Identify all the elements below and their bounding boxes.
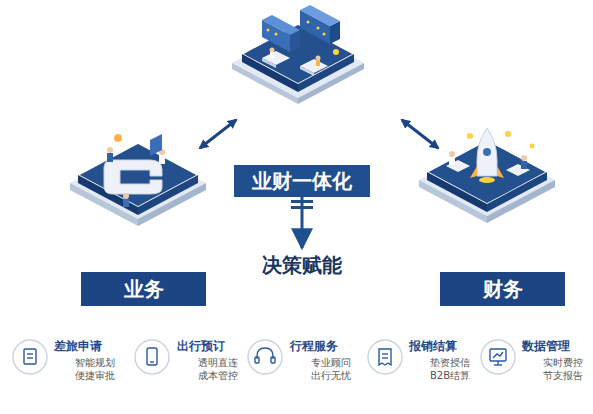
feature-item: 差旅申请智能规划 便捷审批 [54, 339, 118, 382]
node-title: 数据管理 [522, 339, 586, 354]
node-subtitle: 智能规划 便捷审批 [72, 356, 118, 382]
node-subtitle: 垫资授信 B2B结算 [427, 356, 473, 382]
node-subtitle: 实时费控 节支报告 [540, 356, 586, 382]
node-title: 出行预订 [177, 339, 241, 354]
outcome-text: 决策赋能 [258, 251, 346, 279]
sync-arrow [402, 120, 438, 148]
domain-box: 业务 [81, 272, 206, 306]
node-title: 业务 [99, 277, 188, 301]
feature-item: 出行预订透明直连 成本管控 [177, 339, 241, 382]
sync-arrow [200, 120, 236, 148]
node-subtitle: 专业顾问 出行无忧 [308, 356, 354, 382]
flow-arrow [301, 197, 304, 248]
top-platform [232, 5, 364, 104]
node-title: 报销结算 [409, 339, 473, 354]
node-title: 行程服务 [290, 339, 354, 354]
feature-item: 行程服务专业顾问 出行无忧 [290, 339, 354, 382]
finance-platform [419, 128, 555, 223]
node-subtitle: 透明直连 成本管控 [195, 356, 241, 382]
domain-box: 财务 [440, 272, 565, 306]
node-title: 差旅申请 [54, 339, 118, 354]
concept-banner: 业财一体化 [234, 165, 370, 197]
node-title: 业财一体化 [252, 169, 352, 193]
business-platform [70, 134, 206, 226]
node-title: 决策赋能 [262, 253, 342, 277]
feature-item: 数据管理实时费控 节支报告 [522, 339, 586, 382]
node-title: 财务 [458, 277, 547, 301]
feature-item: 报销结算垫资授信 B2B结算 [409, 339, 473, 382]
